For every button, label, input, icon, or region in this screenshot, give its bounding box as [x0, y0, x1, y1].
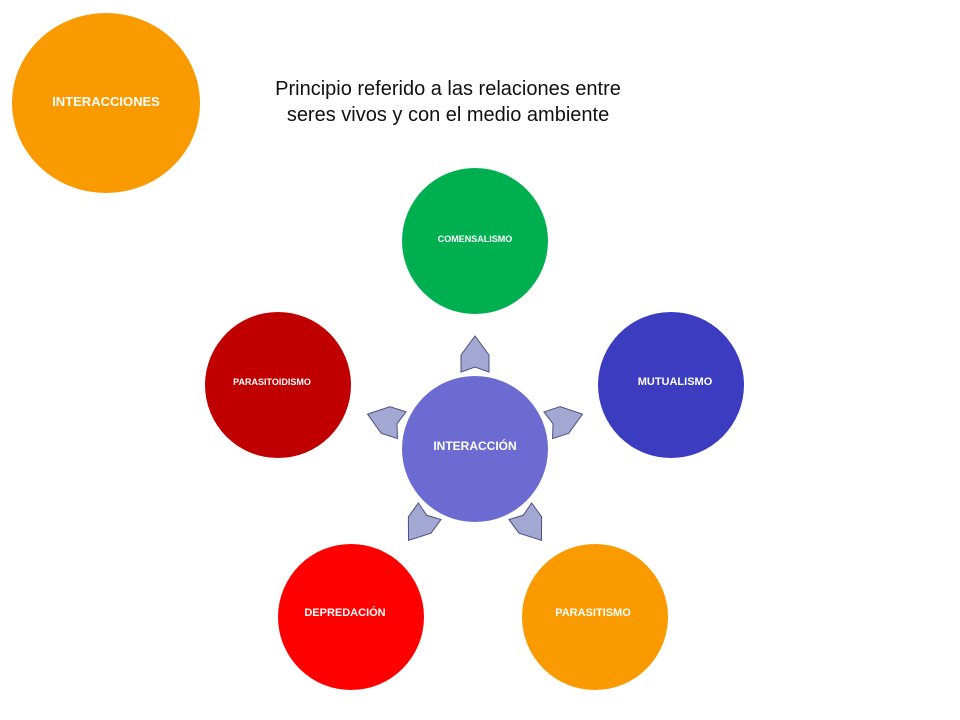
node-mutualismo: MUTUALISMO [598, 312, 744, 458]
arrow-to-depredacion [407, 502, 442, 542]
node-mutualismo-label: MUTUALISMO [637, 376, 713, 388]
node-depredacion-label: DEPREDACIÓN [304, 607, 386, 619]
node-comensalismo: COMENSALISMO [402, 168, 548, 314]
node-parasitismo: PARASITISMO [522, 544, 668, 690]
interacciones-badge: INTERACCIONES [12, 13, 200, 193]
arrow-to-parasitismo [508, 502, 543, 542]
slide-subtitle: Principio referido a las relaciones entr… [275, 78, 621, 126]
node-depredacion: DEPREDACIÓN [278, 544, 424, 690]
arrow-to-mutualismo [543, 406, 584, 440]
arrow-to-parasitoidismo [366, 406, 407, 440]
node-parasitoidismo: PARASITOIDISMO [205, 312, 351, 458]
node-parasitoidismo-label: PARASITOIDISMO [233, 377, 311, 387]
node-parasitismo-label: PARASITISMO [555, 607, 631, 619]
center-node-label: INTERACCIÓN [433, 439, 517, 453]
node-comensalismo-label: COMENSALISMO [437, 234, 513, 244]
center-node-interaccion: INTERACCIÓN [402, 376, 548, 522]
interacciones-badge-label: INTERACCIONES [52, 93, 160, 109]
arrow-to-comensalismo [460, 335, 490, 373]
